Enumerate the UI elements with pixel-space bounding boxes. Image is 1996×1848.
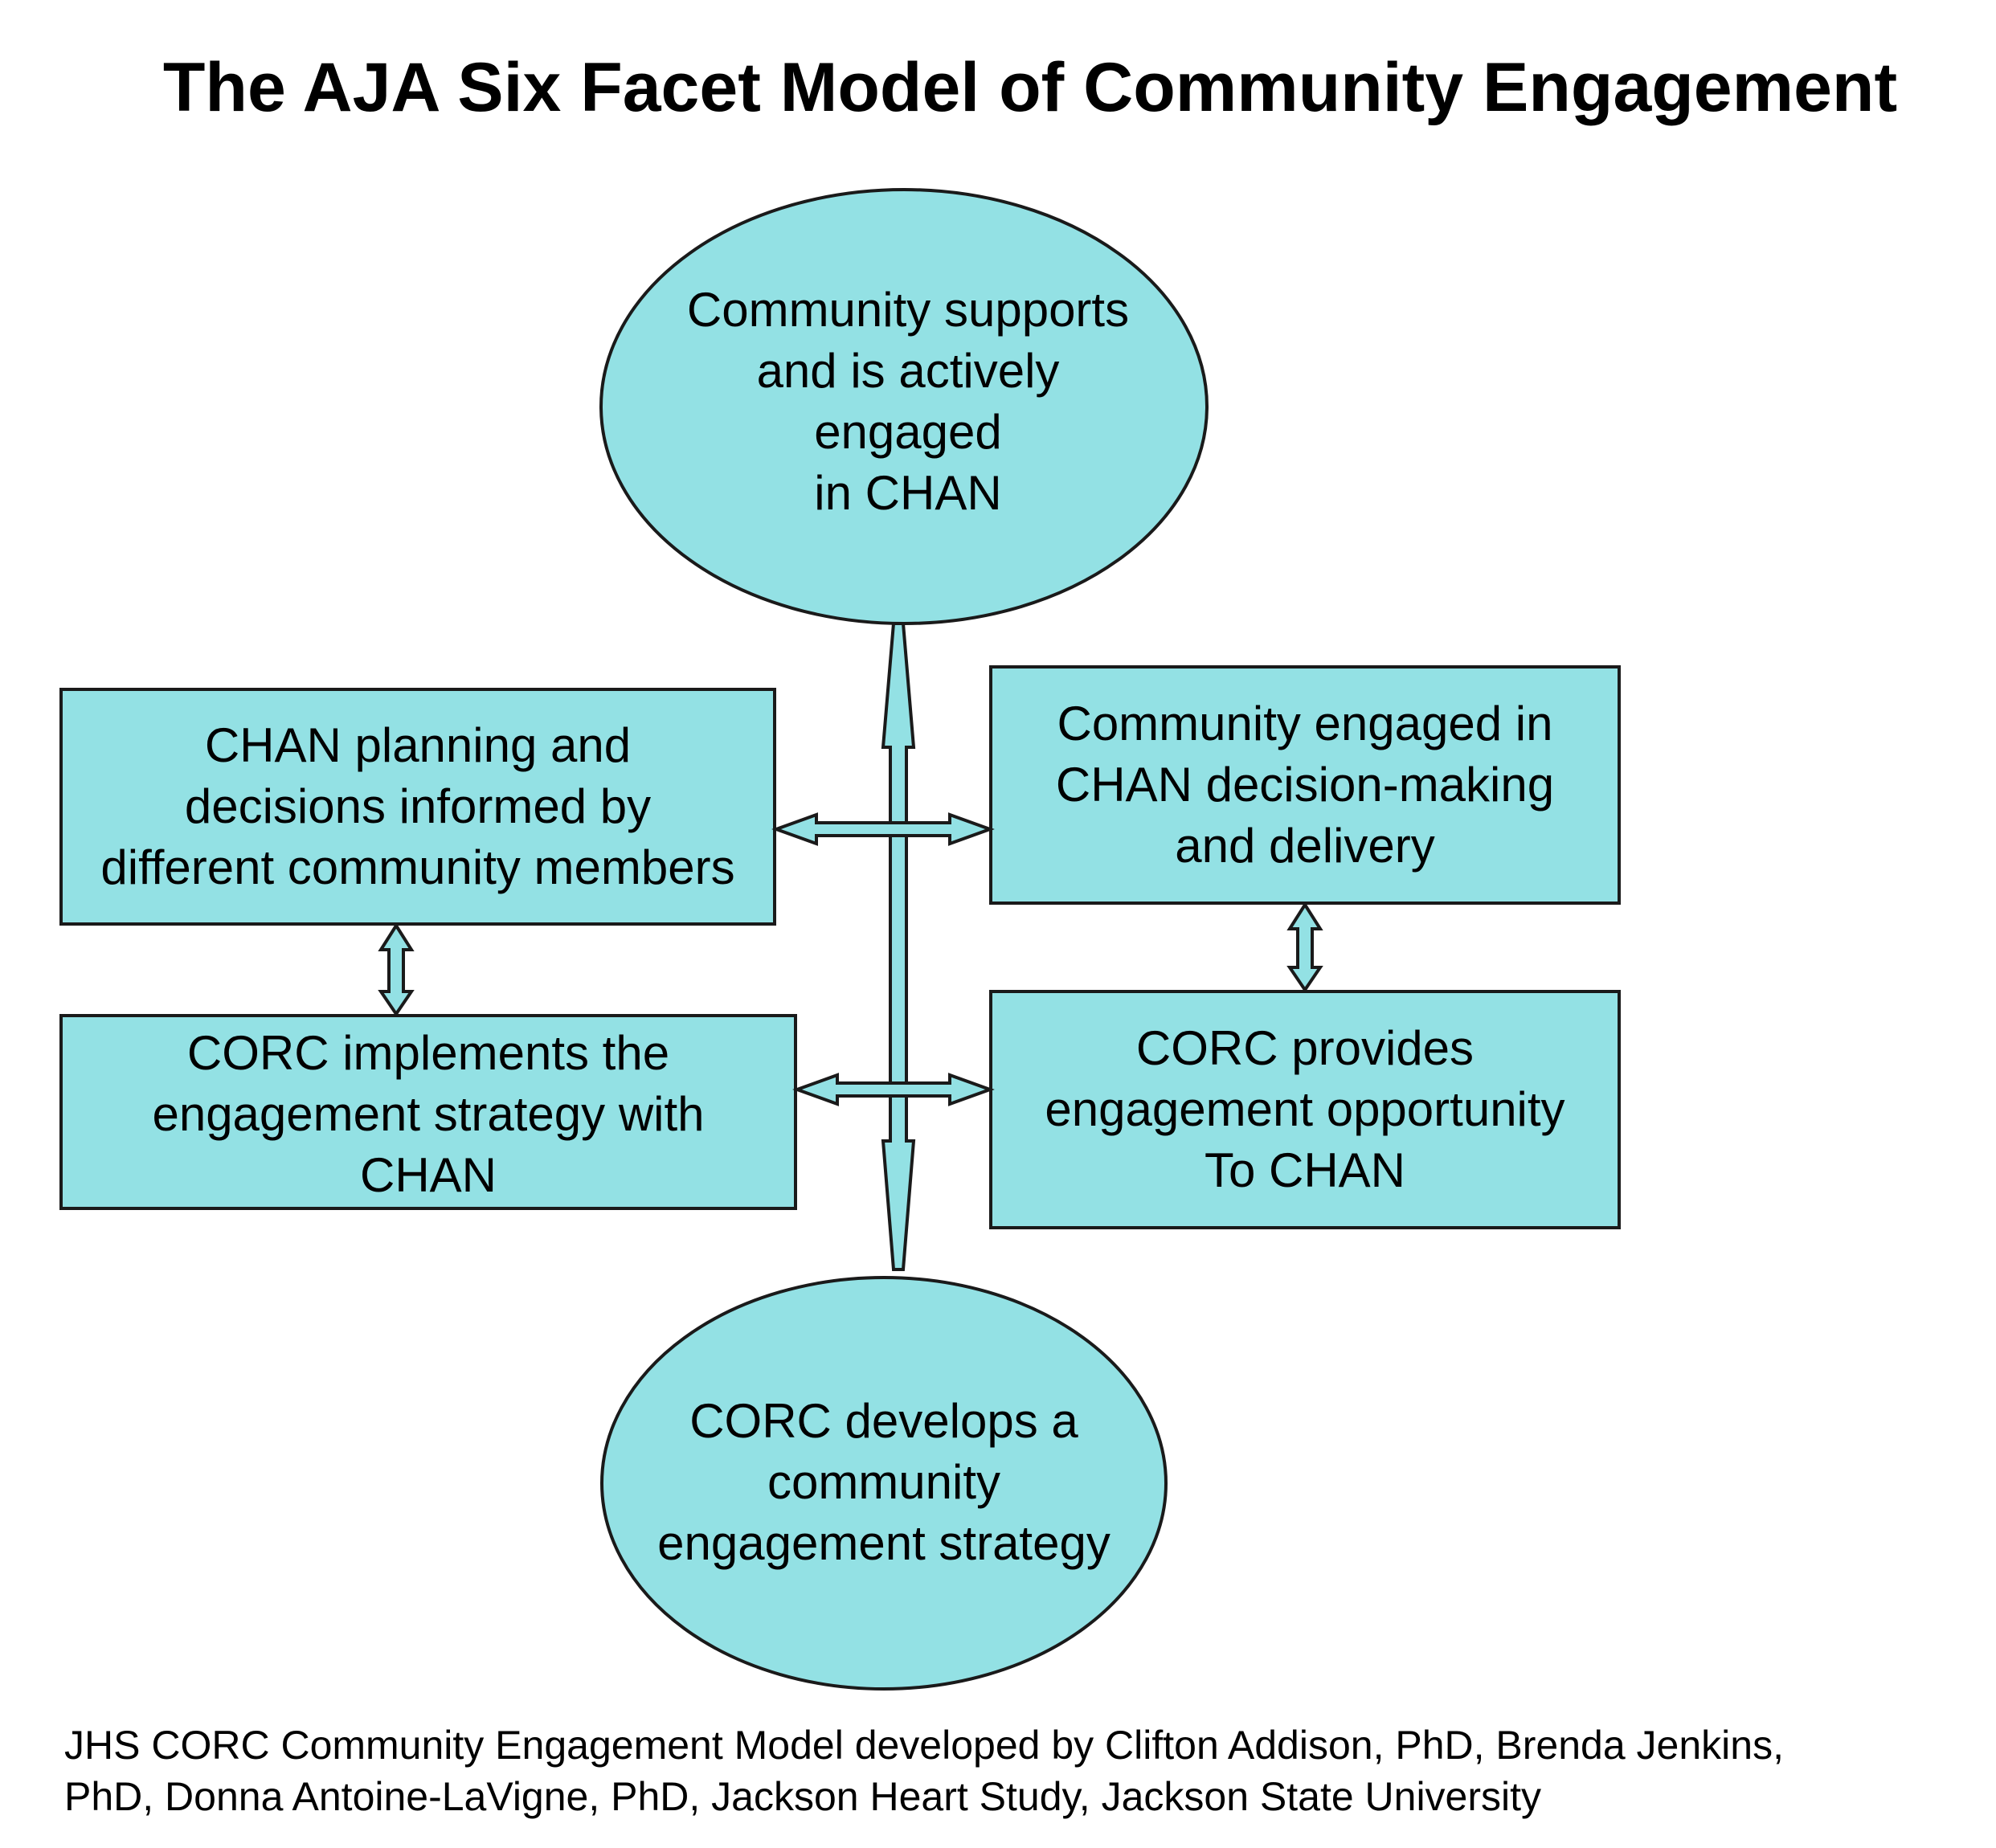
- right-upper-box-label: Community engaged in CHAN decision-makin…: [1055, 697, 1555, 873]
- bottom-ellipse-shape: [600, 1276, 1168, 1691]
- top-ellipse-label: Community supports and is actively engag…: [686, 283, 1130, 520]
- left-upper-box-label: CHAN planning and decisions informed by …: [100, 718, 735, 894]
- bottom-ellipse-label: CORC develops a community engagement str…: [657, 1394, 1110, 1570]
- right-upper-box-shape: [989, 665, 1621, 905]
- vertical-double-arrow: [881, 622, 916, 1271]
- lower-horizontal-double-arrow: [792, 1073, 995, 1106]
- left-vertical-double-arrow: [378, 922, 415, 1017]
- left-lower-box-shape: [59, 1014, 797, 1210]
- left-upper-box-shape: [59, 688, 776, 926]
- diagram-title: The AJA Six Facet Model of Community Eng…: [162, 49, 1898, 126]
- right-lower-box-label: CORC provides engagement opportunity To …: [1045, 1021, 1565, 1197]
- left-lower-box-label: CORC implements the engagement strategy …: [152, 1026, 705, 1202]
- upper-horizontal-double-arrow: [771, 812, 995, 846]
- right-vertical-double-arrow: [1286, 902, 1323, 993]
- caption: JHS CORC Community Engagement Model deve…: [64, 1723, 1784, 1819]
